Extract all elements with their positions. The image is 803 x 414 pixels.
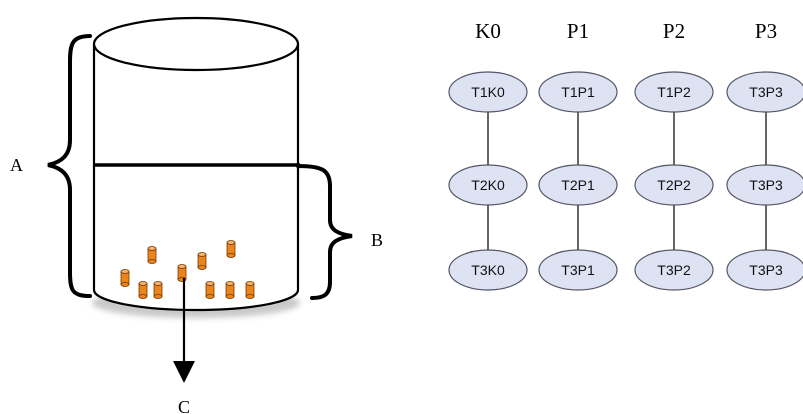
- stored-item-icon: [120, 269, 130, 287]
- label-a: A: [10, 155, 23, 175]
- node: T3K0: [448, 249, 528, 291]
- column-header: P1: [567, 19, 589, 43]
- node: T2K0: [448, 164, 528, 206]
- node: T2P2: [634, 164, 714, 206]
- node: T3P3: [726, 164, 803, 206]
- stored-item-icon: [205, 281, 215, 299]
- node: T3P2: [634, 249, 714, 291]
- label-c: C: [178, 397, 190, 414]
- column-header: K0: [475, 19, 501, 43]
- stored-item-icon: [147, 246, 157, 264]
- database-cylinder: [92, 16, 300, 318]
- cylinder-body: [92, 44, 300, 312]
- column-header: P3: [755, 19, 777, 43]
- node-label: T2P1: [561, 177, 595, 193]
- node: T1P2: [634, 71, 714, 113]
- node: T1K0: [448, 71, 528, 113]
- stored-item-icon: [245, 281, 255, 299]
- node-label: T3P3: [749, 177, 783, 193]
- node: T3P3: [726, 71, 803, 113]
- column-header: P2: [663, 19, 685, 43]
- stored-item-icon: [226, 240, 236, 258]
- node-label: T2P2: [657, 177, 691, 193]
- node-label: T3P2: [657, 262, 691, 278]
- cylinder-top: [92, 16, 300, 72]
- node-label: T3P3: [749, 84, 783, 100]
- stored-item-icon: [197, 252, 207, 270]
- node-label: T3P3: [749, 262, 783, 278]
- label-b: B: [371, 230, 383, 250]
- stored-item-icon: [138, 281, 148, 299]
- node-label: T2K0: [471, 177, 505, 193]
- brace-b: [296, 164, 353, 300]
- node: T3P1: [538, 249, 618, 291]
- brace-a: [47, 34, 92, 298]
- stored-item-icon: [225, 281, 235, 299]
- node-grid: K0T1K0T2K0T3K0P1T1P1T2P1T3P1P2T1P2T2P2T3…: [448, 19, 803, 291]
- node-label: T3K0: [471, 262, 505, 278]
- node: T2P1: [538, 164, 618, 206]
- node-label: T3P1: [561, 262, 595, 278]
- stored-items: [120, 240, 255, 299]
- node-label: T1P1: [561, 84, 595, 100]
- stored-item-icon: [153, 281, 163, 299]
- node: T1P1: [538, 71, 618, 113]
- node-label: T1K0: [471, 84, 505, 100]
- node: T3P3: [726, 249, 803, 291]
- node-label: T1P2: [657, 84, 691, 100]
